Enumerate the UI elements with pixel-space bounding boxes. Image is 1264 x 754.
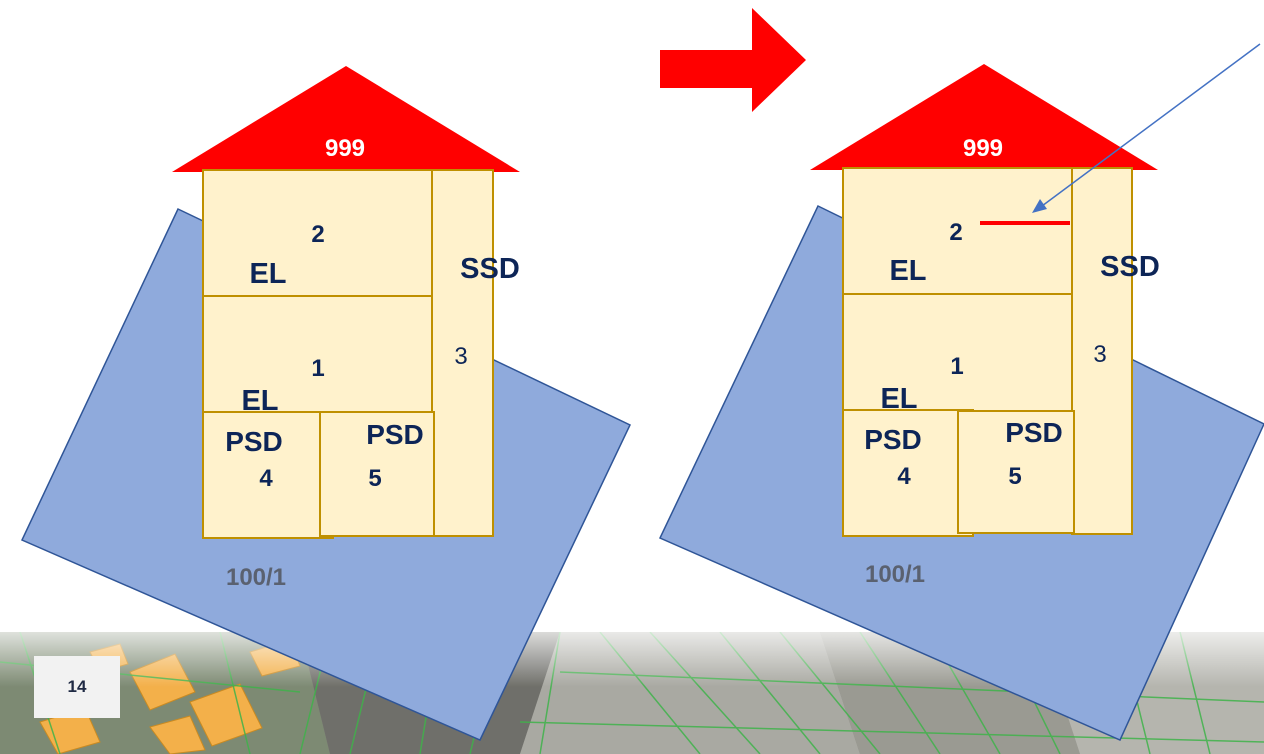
right-side-number: 3 bbox=[1093, 341, 1106, 368]
right-psd5-number: 5 bbox=[1008, 463, 1021, 490]
left-room-psd-4 bbox=[202, 411, 334, 539]
left-parcel-label: 100/1 bbox=[226, 564, 286, 591]
right-roof-label: 999 bbox=[963, 135, 1003, 162]
left-roof bbox=[172, 66, 520, 172]
left-upper-label: EL bbox=[249, 258, 286, 290]
right-panel: 999 2 EL 1 EL SSD 3 PSD 4 PSD 5 100/1 bbox=[658, 43, 1264, 741]
left-room-psd-5 bbox=[319, 411, 435, 537]
right-roof bbox=[810, 64, 1158, 170]
callout-arrow bbox=[1041, 43, 1261, 207]
left-psd5-number: 5 bbox=[368, 465, 381, 492]
right-psd4-label: PSD bbox=[864, 424, 922, 455]
left-side-label: SSD bbox=[460, 253, 520, 285]
left-lower-label: EL bbox=[241, 385, 278, 417]
right-upper-number: 2 bbox=[949, 219, 962, 246]
left-room-side-ssd bbox=[431, 169, 494, 537]
right-room-upper bbox=[842, 167, 1073, 295]
callout-arrowhead-icon bbox=[1032, 199, 1047, 213]
left-psd4-number: 4 bbox=[259, 465, 273, 492]
left-upper-number: 2 bbox=[311, 221, 324, 248]
left-psd4-label: PSD bbox=[225, 426, 283, 457]
left-lower-number: 1 bbox=[311, 355, 324, 382]
left-side-number: 3 bbox=[454, 343, 467, 370]
right-lower-label: EL bbox=[880, 383, 917, 415]
right-parcel-label: 100/1 bbox=[865, 561, 925, 588]
right-side-label: SSD bbox=[1100, 251, 1160, 283]
right-room-lower bbox=[842, 293, 1073, 413]
left-roof-label: 999 bbox=[325, 135, 365, 162]
right-upper-label: EL bbox=[889, 255, 926, 287]
right-psd5-label: PSD bbox=[1005, 417, 1063, 448]
page-number: 14 bbox=[67, 677, 87, 696]
right-room-psd-5 bbox=[957, 410, 1075, 534]
page-number-box: 14 bbox=[34, 656, 120, 718]
right-arrow-icon bbox=[660, 8, 806, 112]
right-psd4-number: 4 bbox=[897, 463, 911, 490]
left-psd5-label: PSD bbox=[366, 419, 424, 450]
right-lower-number: 1 bbox=[950, 353, 963, 380]
left-room-upper bbox=[202, 169, 433, 297]
right-room-side-ssd bbox=[1071, 167, 1133, 535]
left-panel: 999 2 EL 1 EL SSD 3 PSD 4 PSD 5 100/1 bbox=[20, 66, 631, 741]
